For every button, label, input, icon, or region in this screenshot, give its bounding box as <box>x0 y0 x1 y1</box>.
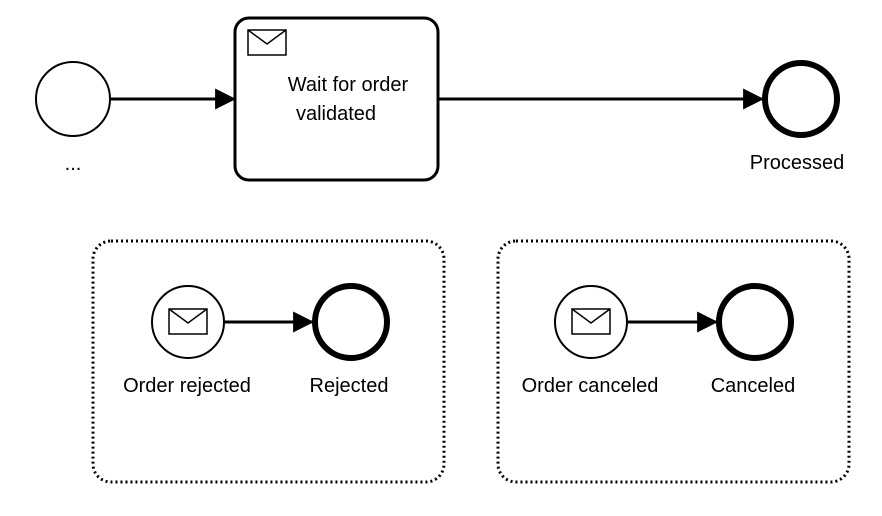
receive-task[interactable] <box>233 16 440 182</box>
end-label-rejected: Rejected <box>310 375 389 397</box>
end-label-canceled: Canceled <box>711 375 796 397</box>
end-event-canceled[interactable] <box>716 283 794 361</box>
end-event-processed[interactable] <box>762 60 840 138</box>
task-label-line1: Wait for order <box>288 74 409 96</box>
start-event[interactable] <box>35 61 111 137</box>
event-subprocess-canceled[interactable] <box>496 239 851 484</box>
end-event-rejected[interactable] <box>312 283 390 361</box>
event-subprocess-rejected[interactable] <box>91 239 446 484</box>
envelope-icon <box>168 308 208 335</box>
start-event-label: ... <box>65 153 82 175</box>
start-label-canceled: Order canceled <box>522 375 659 397</box>
envelope-icon <box>571 308 611 335</box>
message-start-event-canceled[interactable] <box>554 285 628 359</box>
end-event-processed-label: Processed <box>750 152 845 174</box>
envelope-icon <box>247 29 287 56</box>
task-label-line2: validated <box>296 103 376 125</box>
message-start-event-rejected[interactable] <box>151 285 225 359</box>
start-label-rejected: Order rejected <box>123 375 251 397</box>
